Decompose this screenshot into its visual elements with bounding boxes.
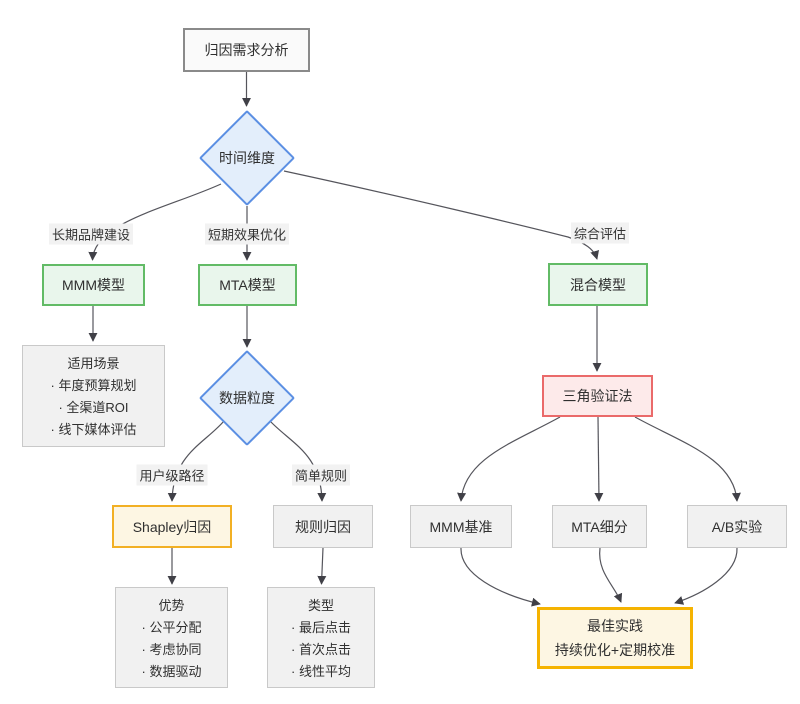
best-practice-line1: 最佳实践	[587, 618, 643, 634]
list-item: · 数据驱动	[141, 664, 202, 679]
list-item: · 全渠道ROI	[58, 400, 129, 415]
node-rule-attribution: 规则归因	[273, 505, 373, 548]
edge-triangulation-to-mtadetail	[594, 416, 604, 502]
best-practice-line2: 持续优化+定期校准	[554, 642, 676, 658]
decision-label: 时间维度	[219, 150, 275, 166]
list-item: · 公平分配	[141, 620, 202, 635]
decision-label: 数据粒度	[219, 390, 275, 406]
list-item: · 线性平均	[291, 664, 351, 679]
edge-triangulation-to-mmmbaseline	[457, 416, 561, 502]
node-mta-detail: MTA细分	[552, 505, 647, 548]
edge-label-long-term-branding: 长期品牌建设	[48, 223, 134, 245]
node-shapley-attribution: Shapley归因	[112, 505, 232, 548]
node-triangulation: 三角验证法	[542, 375, 653, 417]
edge-timedim-to-hybrid	[283, 170, 599, 260]
list-title: 类型	[307, 598, 334, 613]
node-shapley-pros: 优势 · 公平分配 · 考虑协同 · 数据驱动	[115, 587, 228, 688]
list-title: 适用场景	[67, 356, 120, 371]
edge-label-simple-rule: 简单规则	[291, 464, 351, 486]
edge-abtest-to-best	[674, 547, 738, 605]
edge-label-short-term-optimization: 短期效果优化	[204, 223, 290, 245]
edge-timedim-to-mmm	[88, 183, 222, 261]
node-hybrid-model: 混合模型	[548, 263, 648, 306]
list-item: · 线下媒体评估	[50, 422, 137, 437]
node-ab-test: A/B实验	[687, 505, 787, 548]
list-title: 优势	[158, 598, 185, 613]
node-mta-model: MTA模型	[198, 264, 297, 306]
list-item: · 首次点击	[291, 642, 351, 657]
node-time-dimension: 时间维度	[198, 109, 296, 207]
list-item: · 年度预算规划	[50, 378, 137, 393]
list-item: · 考虑协同	[141, 642, 202, 657]
node-attribution-needs: 归因需求分析	[183, 28, 310, 72]
edge-mtadetail-to-best	[599, 547, 623, 603]
edge-label-comprehensive-evaluation: 综合评估	[570, 222, 630, 244]
node-rule-types: 类型 · 最后点击 · 首次点击 · 线性平均	[267, 587, 375, 688]
node-mmm-scenarios: 适用场景 · 年度预算规划 · 全渠道ROI · 线下媒体评估	[22, 345, 165, 447]
list-item: · 最后点击	[291, 620, 351, 635]
node-best-practice: 最佳实践 持续优化+定期校准	[537, 607, 693, 669]
edge-granularity-to-shapley	[167, 420, 225, 502]
edge-rule-to-types	[317, 547, 327, 585]
edge-triangulation-to-abtest	[634, 416, 741, 502]
edge-mmmbaseline-to-best	[460, 547, 541, 607]
node-data-granularity: 数据粒度	[198, 349, 296, 447]
node-mmm-model: MMM模型	[42, 264, 145, 306]
edge-granularity-to-rule	[269, 420, 327, 502]
edge-label-user-level-path: 用户级路径	[136, 464, 208, 486]
node-mmm-baseline: MMM基准	[410, 505, 512, 548]
